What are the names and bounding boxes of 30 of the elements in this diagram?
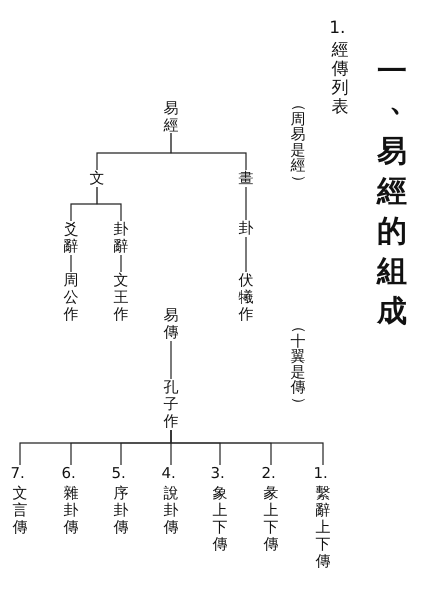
tree-label: 4. 說卦傳 (160, 465, 182, 536)
tree-label: 2. 彖上下傳 (260, 465, 282, 553)
connector-line (170, 341, 172, 379)
tree-label: 5. 序卦傳 (110, 465, 132, 536)
tree-label: 畫 (236, 170, 256, 187)
connector-line (245, 187, 247, 220)
connector-line (170, 430, 324, 465)
tree-label: 文王作 (110, 272, 132, 323)
tree-label: 文 (86, 170, 108, 187)
tree-label: 爻辭 (60, 221, 82, 255)
connector-line (120, 255, 122, 272)
tree-label: 3. 象上下傳 (210, 465, 230, 553)
title: 一、易經的組成 (375, 53, 410, 331)
connector-line (96, 187, 122, 221)
tree-label: 卦辭 (110, 221, 132, 255)
tree-label: 7. 文言傳 (10, 465, 30, 536)
connector-line (70, 255, 72, 272)
tree-label: 周公作 (60, 272, 82, 323)
section-heading: 1. 經傳列表 (328, 19, 350, 117)
tree-label: 易經 (160, 100, 182, 133)
tree-label: 易傳 (160, 307, 182, 341)
tree-label: 1. 繫辭上下傳 (312, 465, 334, 570)
tree-label: 孔子作 (160, 379, 182, 430)
note-text: （周易是經） (288, 96, 308, 189)
tree-label: 卦 (236, 220, 256, 237)
note-text: （十翼是傳） (288, 318, 308, 411)
tree-label: 伏犧作 (236, 272, 256, 323)
tree-label: 6. 雜卦傳 (60, 465, 82, 536)
connector-line (245, 237, 247, 272)
connector-line (170, 133, 247, 170)
